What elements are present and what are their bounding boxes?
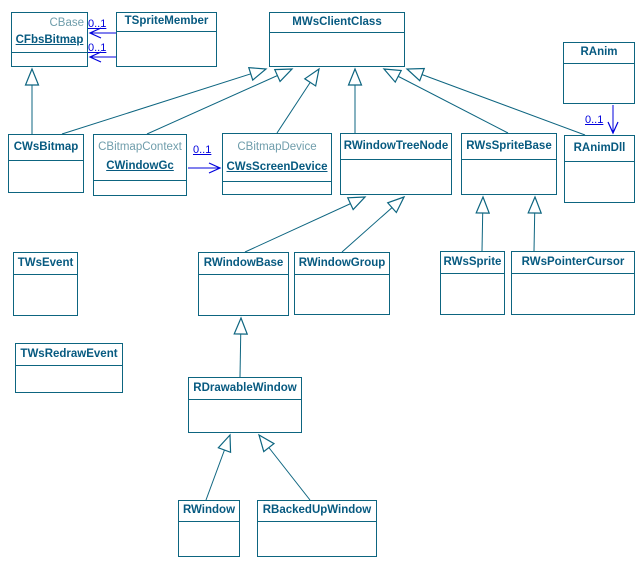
class-box-rwspointercursor: RWsPointerCursor [511,251,635,315]
class-box-rwindowtreenode: RWindowTreeNode [340,133,452,195]
class-name: TWsRedrawEvent [20,347,118,360]
generalization-rdrawablewindow-to-rwindowbase [233,316,249,378]
multiplicity-label: 0..1 [585,114,604,126]
class-name: TWsEvent [17,256,74,269]
class-compartment [564,63,634,103]
class-name: CWindowGc [106,160,174,173]
class-box-cwsscreendevice: CBitmapDevice CWsScreenDevice [222,133,332,195]
class-box-cfbsbitmap: CBase CFbsBitmap [11,12,88,67]
class-box-tspritemember: TSpriteMember [116,12,217,67]
class-name: RWindowTreeNode [343,139,449,152]
generalization-rwspointercursor-to-rwsspritebase [527,195,543,252]
class-compartment [462,159,556,194]
class-name: RAnim [580,46,618,59]
class-box-ranim: RAnim [563,42,635,104]
class-name: RWindow [182,504,236,517]
multiplicity-label: 0..1 [193,144,212,156]
class-name: CFbsBitmap [15,34,84,47]
class-compartment [12,52,87,66]
class-name: RWindowGroup [298,256,386,269]
class-compartment [341,159,451,194]
class-box-rwindow: RWindow [178,500,240,557]
class-box-twsredrawevent: TWsRedrawEvent [15,343,123,393]
class-box-rwindowbase: RWindowBase [198,252,289,316]
class-compartment [94,180,186,195]
class-compartment [223,181,331,194]
class-name: RDrawableWindow [193,381,297,394]
class-compartment [295,274,389,314]
class-name: RWsSprite [443,255,502,268]
class-box-twsevent: TWsEvent [13,252,78,316]
generalization-rwsspritebase-to-mwsclientclass [382,68,509,134]
class-name: RWsPointerCursor [521,255,625,268]
generalization-rwssprite-to-rwsspritebase [475,195,491,252]
class-box-mwsclientclass: MWsClientClass [269,12,405,67]
class-box-rwindowgroup: RWindowGroup [294,252,390,315]
class-name: RWindowBase [203,256,284,269]
class-compartment [9,160,83,192]
class-name: RWsSpriteBase [466,139,552,152]
parent-class-label: CBitmapDevice [237,141,317,153]
class-box-ranimdll: RAnimDll [564,135,635,203]
class-compartment [270,32,404,66]
class-name: MWsClientClass [292,15,382,28]
class-name: RBackedUpWindow [262,504,372,517]
class-compartment [14,274,77,315]
class-compartment [189,399,301,432]
class-name: CWsScreenDevice [226,160,328,173]
generalization-rwindow-to-rdrawablewindow [205,433,232,501]
class-compartment [179,521,239,556]
generalization-cwsbitmap-to-mwsclientclass [61,66,268,135]
generalization-rbackedupwindow-to-rdrawablewindow [258,433,311,501]
class-name: CWsBitmap [13,140,79,153]
parent-class-label: CBase [49,17,84,30]
class-compartment [16,365,122,392]
class-box-rwssprite: RWsSprite [440,251,505,315]
class-name: TSpriteMember [124,15,209,28]
class-compartment [512,273,634,314]
generalization-rwindowgroup-to-rwindowtreenode [341,195,406,253]
class-box-cwsbitmap: CWsBitmap [8,134,84,193]
class-compartment [565,161,634,202]
generalization-cwsscreendevice-to-mwsclientclass [276,67,320,134]
generalization-rwindowbase-to-rwindowtreenode [244,196,367,253]
generalization-cwindowgc-to-mwsclientclass [146,68,294,135]
class-compartment [117,31,216,66]
class-compartment [441,273,504,314]
multiplicity-label: 0..1 [88,18,107,30]
class-compartment [199,274,288,315]
parent-class-label: CBitmapContext [98,141,182,154]
class-compartment [258,521,376,556]
class-box-rbackedupwindow: RBackedUpWindow [257,500,377,557]
class-box-rwsspritebase: RWsSpriteBase [461,133,557,195]
class-name: RAnimDll [573,141,626,154]
class-box-rdrawablewindow: RDrawableWindow [188,377,302,433]
class-box-cwindowgc: CBitmapContext CWindowGc [93,134,187,196]
multiplicity-label: 0..1 [88,42,107,54]
generalization-ranimdll-to-mwsclientclass [405,67,586,136]
